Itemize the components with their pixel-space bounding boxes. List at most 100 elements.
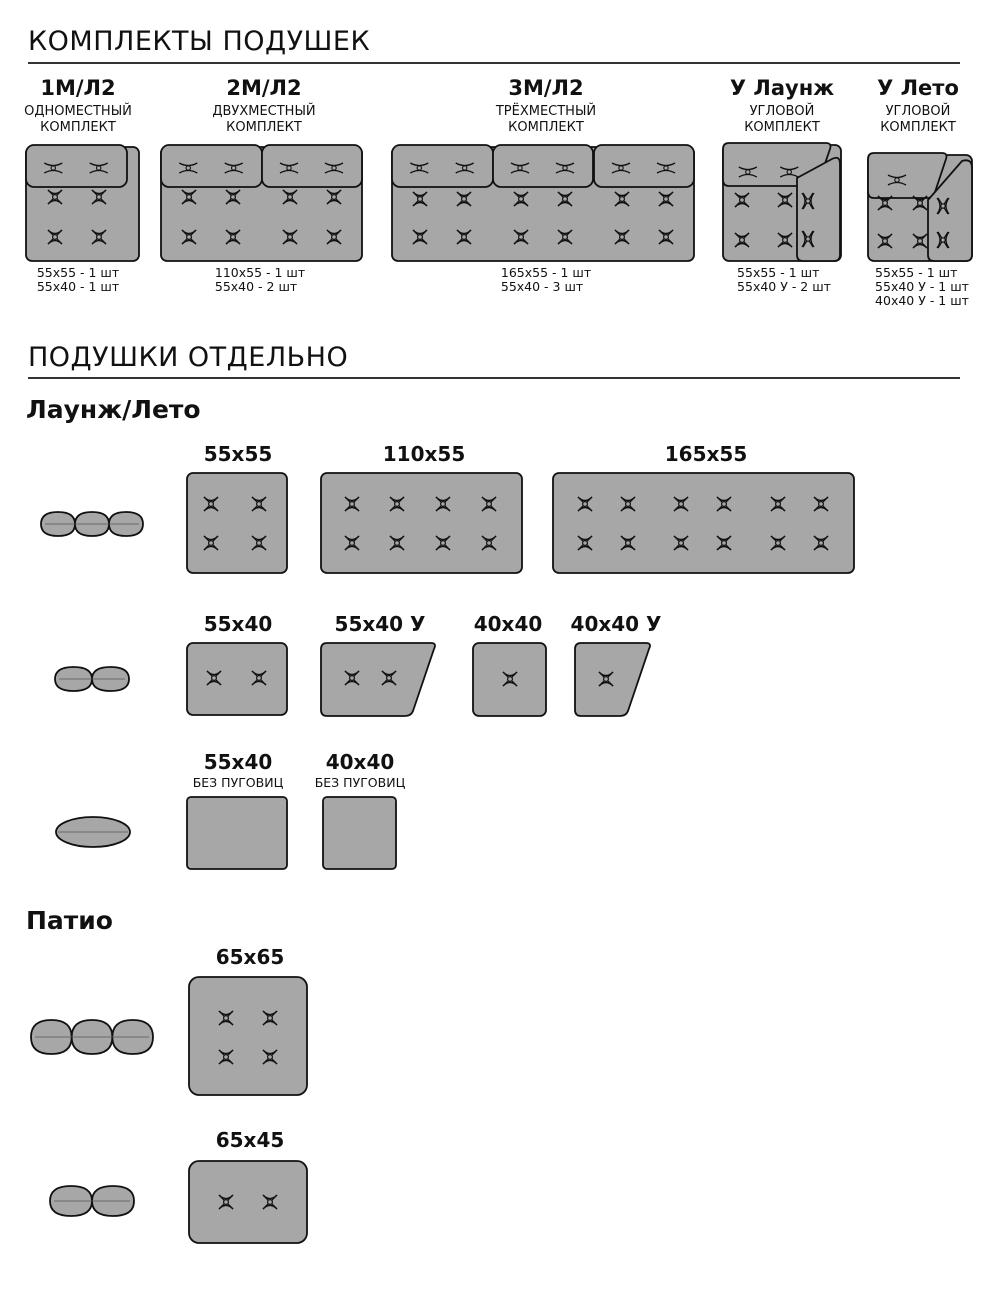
tuft-button-icon bbox=[326, 229, 342, 245]
tuft-button-icon bbox=[673, 496, 689, 512]
cushion-side-profile-icon bbox=[49, 1185, 135, 1217]
tuft-button-icon bbox=[91, 189, 107, 205]
tuft-button-icon bbox=[557, 229, 573, 245]
sets-divider bbox=[28, 62, 960, 64]
size-label: 110x55 bbox=[382, 442, 466, 466]
tuft-button-icon bbox=[770, 496, 786, 512]
back-cushion bbox=[261, 144, 363, 188]
tuft-button-icon bbox=[91, 229, 107, 245]
cushion-side-profile-icon bbox=[40, 511, 144, 537]
tuft-button-icon bbox=[262, 1194, 278, 1210]
tuft-button-icon bbox=[218, 1049, 234, 1065]
cushion-55x40 bbox=[186, 642, 288, 716]
cushion-165x55 bbox=[552, 472, 855, 574]
tuft-button-icon bbox=[620, 535, 636, 551]
tuft-button-icon bbox=[456, 229, 472, 245]
set-code: У Лаунж bbox=[729, 76, 835, 100]
size-label: 65x65 bbox=[215, 945, 285, 969]
set-code: 1М/Л2 bbox=[40, 76, 116, 100]
tuft-button-icon bbox=[716, 496, 732, 512]
tuft-button-icon bbox=[251, 535, 267, 551]
tuft-button-icon bbox=[936, 231, 950, 249]
cushion-65x45 bbox=[188, 1160, 308, 1244]
set-code: 2М/Л2 bbox=[226, 76, 302, 100]
cushion-55x55 bbox=[186, 472, 288, 574]
tuft-button-icon bbox=[912, 195, 928, 211]
tuft-button-icon bbox=[614, 191, 630, 207]
tuft-button-icon bbox=[611, 162, 631, 174]
tuft-button-icon bbox=[203, 535, 219, 551]
tuft-button-icon bbox=[279, 162, 299, 174]
cushion-65x65 bbox=[188, 976, 308, 1096]
tuft-button-icon bbox=[614, 229, 630, 245]
tuft-button-icon bbox=[557, 191, 573, 207]
tuft-button-icon bbox=[936, 197, 950, 215]
size-label: 55x40 bbox=[203, 612, 273, 636]
tuft-button-icon bbox=[225, 229, 241, 245]
back-cushion bbox=[867, 152, 948, 199]
back-cushion bbox=[593, 144, 695, 188]
tuft-button-icon bbox=[734, 232, 750, 248]
tuft-button-icon bbox=[877, 195, 893, 211]
tuft-button-icon bbox=[658, 191, 674, 207]
tuft-button-icon bbox=[178, 162, 198, 174]
set-code: 3М/Л2 bbox=[508, 76, 584, 100]
sets-section-title: КОМПЛЕКТЫ ПОДУШЕК bbox=[28, 26, 371, 57]
tuft-button-icon bbox=[435, 535, 451, 551]
tuft-button-icon bbox=[813, 535, 829, 551]
cushion-55x40-no-buttons bbox=[186, 796, 288, 870]
tuft-button-icon bbox=[412, 229, 428, 245]
tuft-button-icon bbox=[324, 162, 344, 174]
tuft-button-icon bbox=[673, 535, 689, 551]
lounge-subtitle: Лаунж/Лето bbox=[26, 395, 201, 424]
cushion-side-profile-icon bbox=[54, 666, 130, 692]
tuft-button-icon bbox=[282, 229, 298, 245]
set-code: У Лето bbox=[877, 76, 959, 100]
tuft-button-icon bbox=[218, 1194, 234, 1210]
tuft-button-icon bbox=[262, 1010, 278, 1026]
tuft-button-icon bbox=[326, 189, 342, 205]
size-label: 65x45 bbox=[215, 1128, 285, 1152]
tuft-button-icon bbox=[435, 496, 451, 512]
tuft-button-icon bbox=[47, 229, 63, 245]
tuft-button-icon bbox=[738, 166, 758, 178]
tuft-button-icon bbox=[409, 162, 429, 174]
size-label: 55x40 У bbox=[334, 612, 426, 636]
tuft-button-icon bbox=[389, 496, 405, 512]
tuft-button-icon bbox=[381, 670, 397, 686]
patio-subtitle: Патио bbox=[26, 906, 113, 935]
separate-section-title: ПОДУШКИ ОТДЕЛЬНО bbox=[28, 342, 349, 373]
cushion-side-profile-icon bbox=[30, 1019, 154, 1055]
size-label: 40x40 У bbox=[570, 612, 662, 636]
tuft-button-icon bbox=[620, 496, 636, 512]
no-buttons-note: БЕЗ ПУГОВИЦ bbox=[314, 775, 406, 790]
tuft-button-icon bbox=[224, 162, 244, 174]
tuft-button-icon bbox=[481, 496, 497, 512]
tuft-button-icon bbox=[206, 670, 222, 686]
tuft-button-icon bbox=[251, 496, 267, 512]
cushion-40x40-no-buttons bbox=[322, 796, 397, 870]
tuft-button-icon bbox=[481, 535, 497, 551]
tuft-button-icon bbox=[455, 162, 475, 174]
cushion-55x40-u bbox=[320, 642, 436, 717]
tuft-button-icon bbox=[502, 671, 518, 687]
cushion-side-profile-icon bbox=[55, 816, 131, 848]
tuft-button-icon bbox=[344, 535, 360, 551]
cushion-110x55 bbox=[320, 472, 523, 574]
tuft-button-icon bbox=[877, 233, 893, 249]
back-cushion bbox=[25, 144, 128, 188]
tuft-button-icon bbox=[770, 535, 786, 551]
tuft-button-icon bbox=[203, 496, 219, 512]
size-label: 165x55 bbox=[664, 442, 748, 466]
separate-divider bbox=[28, 377, 960, 379]
tuft-button-icon bbox=[181, 189, 197, 205]
tuft-button-icon bbox=[262, 1049, 278, 1065]
tuft-button-icon bbox=[555, 162, 575, 174]
